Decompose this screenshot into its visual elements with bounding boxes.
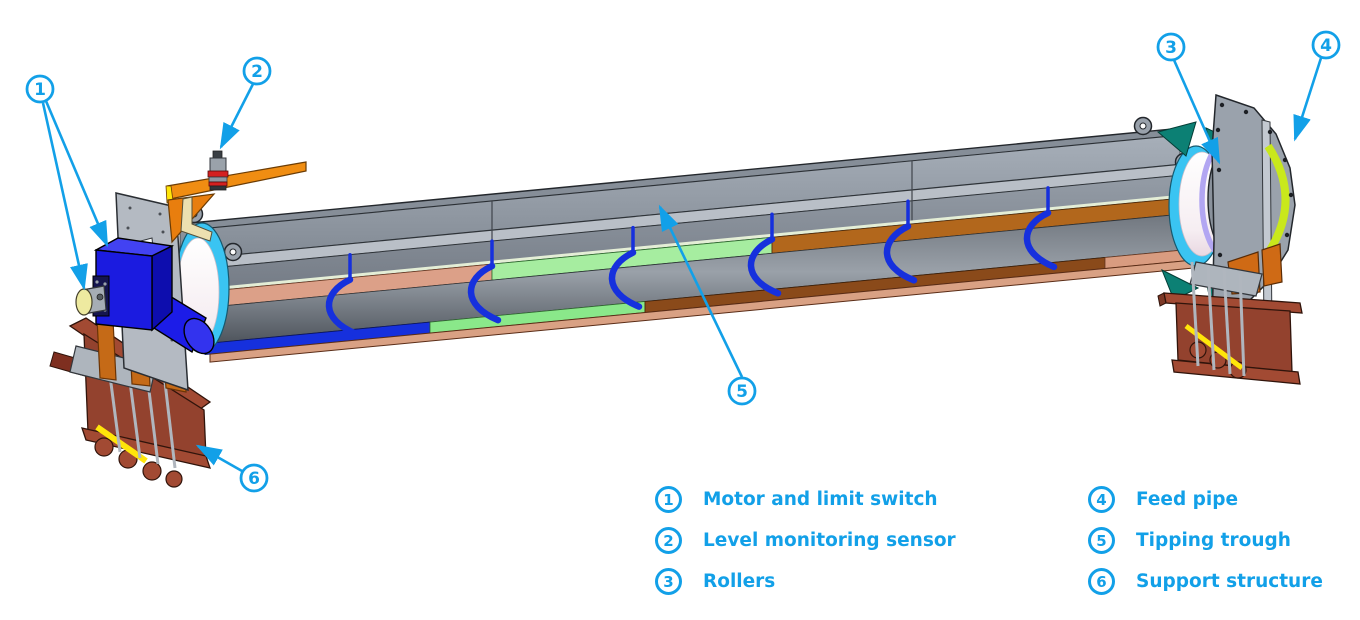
legend-item-support: 6 Support structure [1088,561,1323,602]
trough-ribs [325,186,1058,337]
legend-badge-4: 4 [1088,486,1115,513]
level-monitoring-sensor [207,150,229,191]
motor-and-gearbox [75,237,215,355]
svg-text:4: 4 [1320,36,1332,56]
legend-badge-5: 5 [1088,527,1115,554]
callout-level-monitoring-sensor: 2 [219,56,272,150]
legend-label-6: Support structure [1136,571,1323,592]
callout-feed-pipe: 4 [1293,30,1341,142]
callout-rollers: 3 [1156,32,1221,165]
support-structure-right [1157,243,1303,385]
legend-item-sensor: 2 Level monitoring sensor [655,520,956,561]
legend-label-1: Motor and limit switch [703,489,938,510]
legend-item-feed-pipe: 4 Feed pipe [1088,479,1323,520]
svg-text:6: 6 [248,469,260,489]
legend-column-2: 4 Feed pipe 5 Tipping trough 6 Support s… [1088,479,1323,602]
svg-text:1: 1 [34,80,46,100]
svg-text:5: 5 [736,382,748,402]
legend-badge-6: 6 [1088,568,1115,595]
legend-column-1: 1 Motor and limit switch 2 Level monitor… [655,479,956,602]
legend-badge-3: 3 [655,568,682,595]
svg-text:3: 3 [1165,38,1177,58]
legend-badge-2: 2 [655,527,682,554]
legend-badge-1: 1 [655,486,682,513]
callouts: 1 2 3 4 5 6 [25,30,1341,493]
legend-item-rollers: 3 Rollers [655,561,956,602]
legend-label-4: Feed pipe [1136,489,1239,510]
callout-support-structure: 6 [195,444,269,493]
legend-label-5: Tipping trough [1136,530,1291,551]
legend-label-2: Level monitoring sensor [703,530,956,551]
legend-item-motor: 1 Motor and limit switch [655,479,956,520]
legend-item-trough: 5 Tipping trough [1088,520,1323,561]
tipping-trough [174,116,1201,363]
callout-motor-and-limit-switch: 1 [25,74,109,291]
callout-tipping-trough: 5 [658,204,757,406]
legend-label-3: Rollers [703,571,776,592]
level-sensor-arm [165,161,307,244]
svg-text:2: 2 [251,62,263,82]
